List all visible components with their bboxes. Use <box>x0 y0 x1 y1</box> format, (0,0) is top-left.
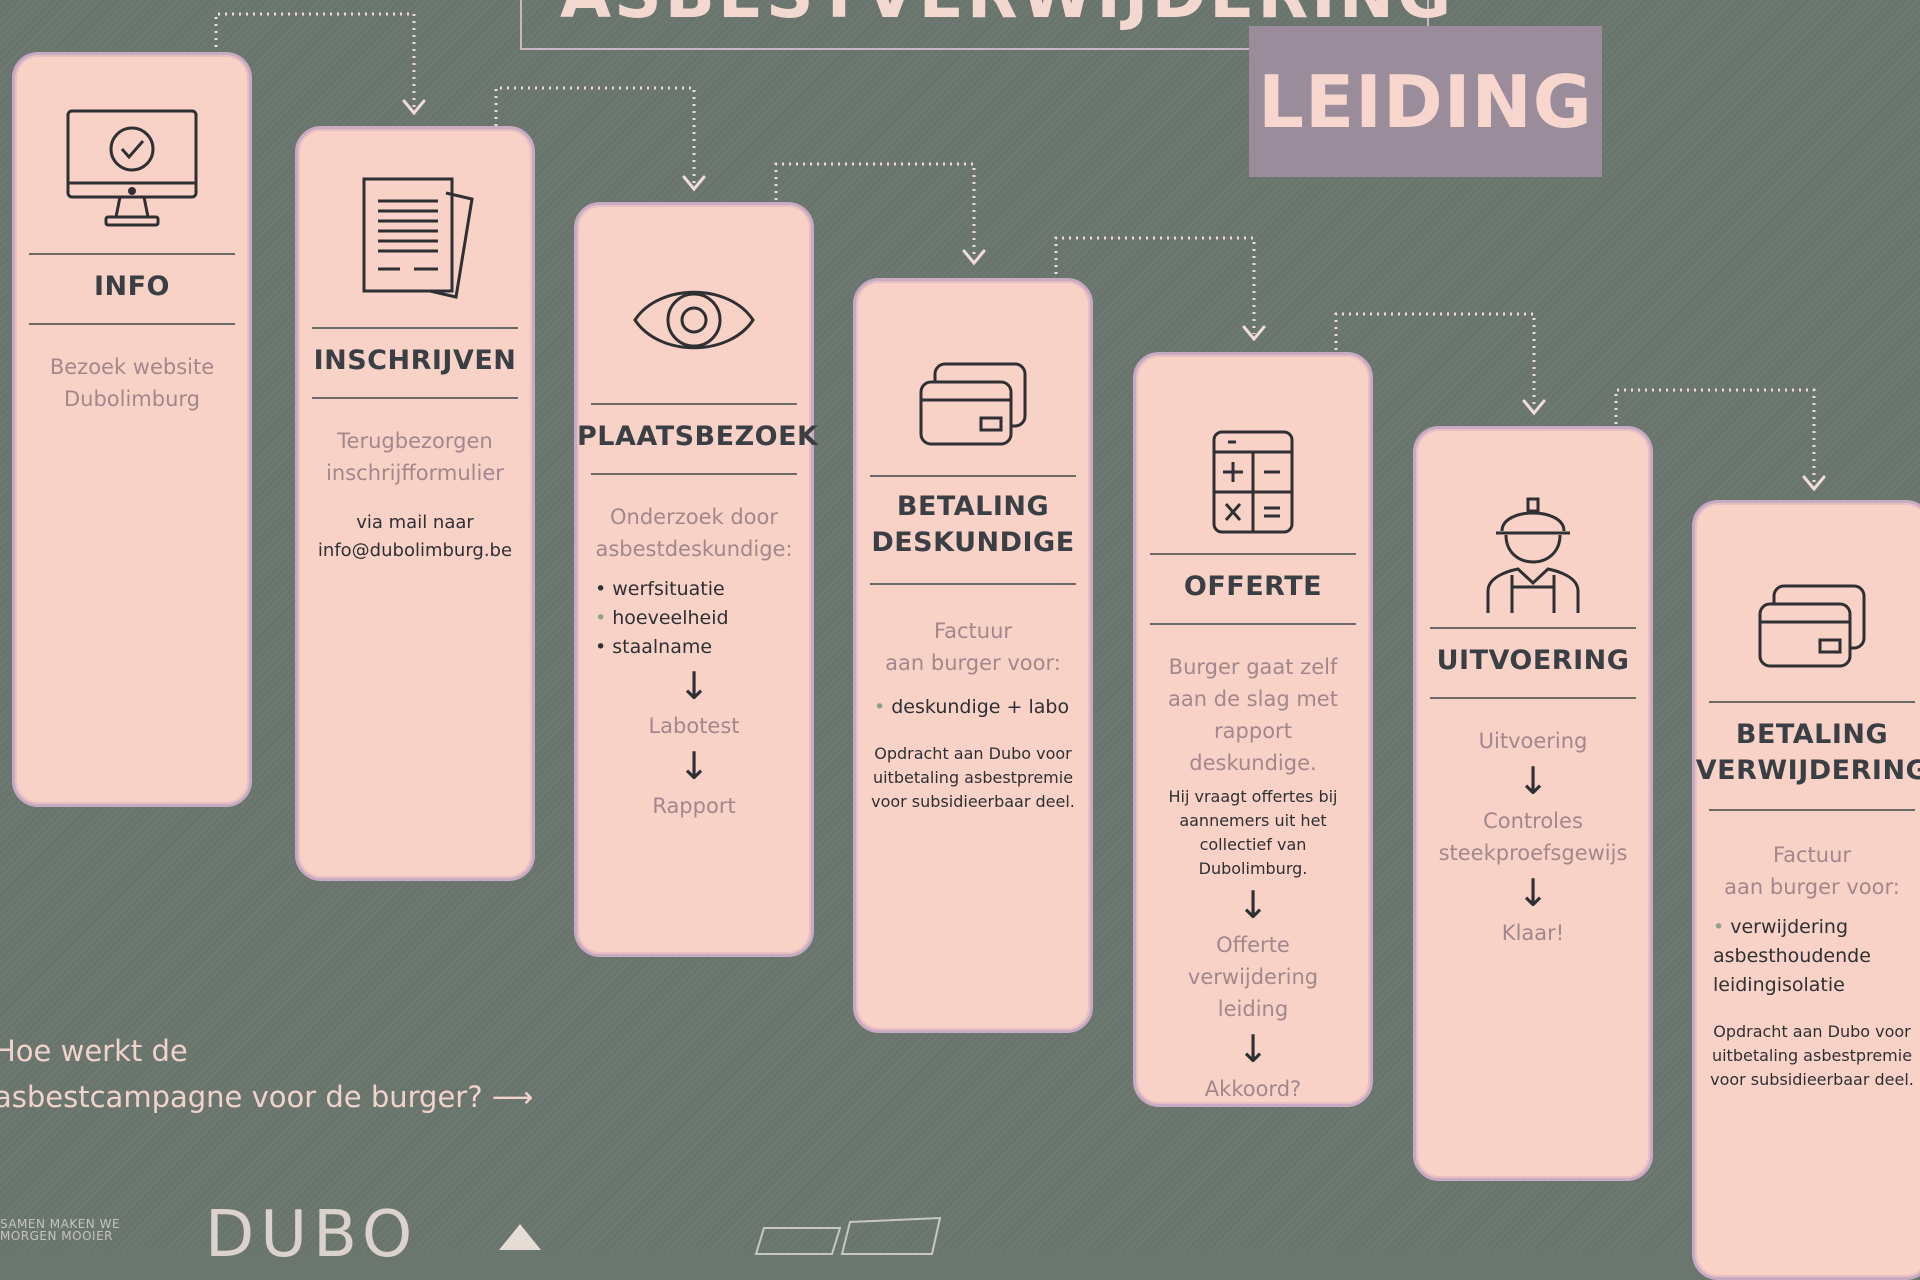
divider <box>1150 623 1356 625</box>
flow-step: Akkoord? <box>1204 1077 1302 1101</box>
flow-step: Rapport <box>652 794 736 818</box>
step-card-info: INFO Bezoek website Dubolimburg <box>12 52 252 807</box>
step-title: BETALING VERWIJDERING <box>1695 717 1920 789</box>
step-items: werfsituatie hoeveelheid staalname <box>595 575 797 662</box>
down-arrow-icon: ↓ <box>1237 883 1269 927</box>
step-title: OFFERTE <box>1183 571 1323 602</box>
divider <box>1709 701 1915 703</box>
step-body: Burger gaat zelf aan de slag met rapport… <box>1150 651 1356 1105</box>
step-body: Bezoek website Dubolimburg <box>29 351 235 415</box>
step-title: UITVOERING <box>1436 645 1630 676</box>
divider <box>591 473 797 475</box>
step-highlight-line: aan burger voor: <box>1724 875 1900 899</box>
house-logo-icon <box>499 1224 541 1250</box>
document-icon <box>298 165 532 315</box>
divider <box>1709 809 1915 811</box>
flow-step: Klaar! <box>1501 921 1565 945</box>
flow-step: Controles steekproefsgewijs <box>1438 809 1628 865</box>
divider <box>29 253 235 255</box>
step-highlight: Terugbezorgen inschrijfformulier <box>326 429 504 485</box>
step-body: Uitvoering ↓ Controles steekproefsgewijs… <box>1430 725 1636 949</box>
question-line: asbestcampagne voor de burger? ⟶ <box>0 1080 534 1114</box>
step-card-offerte: OFFERTE Burger gaat zelf aan de slag met… <box>1133 352 1373 1107</box>
step-highlight: Bezoek website Dubolimburg <box>49 355 215 411</box>
down-arrow-icon: ↓ <box>1517 759 1549 803</box>
step-note: Opdracht aan Dubo voor uitbetaling asbes… <box>1710 1022 1914 1089</box>
step-highlight-line: Factuur <box>933 619 1013 643</box>
connector-plaatsbezoek-to-betaling <box>774 162 976 258</box>
connector-offerte-to-uitvoering <box>1334 312 1536 408</box>
right-arrow-icon: ⟶ <box>491 1080 534 1114</box>
campaign-question[interactable]: Hoe werkt de asbestcampagne voor de burg… <box>0 1028 533 1120</box>
step-items: verwijdering asbesthoudende leidingisola… <box>1713 913 1915 1000</box>
divider <box>312 397 518 399</box>
credit-card-icon <box>856 331 1090 481</box>
divider <box>870 475 1076 477</box>
step-card-uitvoering: UITVOERING Uitvoering ↓ Controles steekp… <box>1413 426 1653 1181</box>
down-arrow-icon: ↓ <box>1237 1027 1269 1071</box>
step-body: Factuur aan burger voor: verwijdering as… <box>1709 839 1915 1092</box>
step-card-betaling-deskundige: BETALING DESKUNDIGE Factuur aan burger v… <box>853 278 1093 1033</box>
dubo-logo: DUBO <box>205 1198 419 1272</box>
step-highlight: Uitvoering <box>1478 729 1588 753</box>
step-title: PLAATSBEZOEK <box>577 421 819 452</box>
step-highlight: Burger gaat zelf aan de slag met rapport… <box>1168 655 1338 775</box>
step-body: Factuur aan burger voor: deskundige + la… <box>870 615 1076 814</box>
step-body: Terugbezorgen inschrijfformulier via mai… <box>312 425 518 565</box>
down-arrow-icon: ↓ <box>678 744 710 788</box>
step-note: via mail naar info@dubolimburg.be <box>317 512 513 561</box>
step-title: BETALING DESKUNDIGE <box>856 489 1090 561</box>
step-note: Opdracht aan Dubo voor uitbetaling asbes… <box>871 744 1075 811</box>
calculator-icon <box>1136 407 1370 557</box>
eye-icon <box>577 245 811 395</box>
divider <box>591 403 797 405</box>
divider <box>1150 553 1356 555</box>
divider <box>29 323 235 325</box>
partner-logos: SAMEN MAKEN WE MORGEN MOOIER DUBO <box>0 1198 960 1272</box>
step-highlight-line: Factuur <box>1772 843 1852 867</box>
title-line: VERWIJDERING <box>1695 755 1920 786</box>
title-line: BETALING <box>1735 719 1889 750</box>
list-item: deskundige + labo <box>874 693 1076 722</box>
credit-card-icon <box>1695 553 1920 703</box>
step-title: INSCHRIJVEN <box>313 345 517 376</box>
province-logo-icon <box>754 1216 942 1255</box>
step-card-inschrijven: INSCHRIJVEN Terugbezorgen inschrijfformu… <box>295 126 535 881</box>
slogan: SAMEN MAKEN WE MORGEN MOOIER <box>0 1217 121 1243</box>
step-items: deskundige + labo <box>874 693 1076 722</box>
question-line: Hoe werkt de <box>0 1034 188 1068</box>
title-line: DESKUNDIGE <box>871 527 1075 558</box>
step-connectors <box>214 12 1826 492</box>
divider <box>1430 697 1636 699</box>
step-highlight-line: aan burger voor: <box>885 651 1061 675</box>
step-title: INFO <box>93 271 171 302</box>
worker-icon <box>1416 477 1650 627</box>
category-tag: LEIDING <box>1249 26 1602 177</box>
title-frame <box>520 0 1429 50</box>
step-note: Hij vraagt offertes bij aannemers uit he… <box>1168 787 1338 878</box>
list-item: staalname <box>595 633 797 662</box>
list-item: werfsituatie <box>595 575 797 604</box>
down-arrow-icon: ↓ <box>678 664 710 708</box>
step-card-plaatsbezoek: PLAATSBEZOEK Onderzoek door asbestdeskun… <box>574 202 819 957</box>
connector-betaling-to-offerte <box>1054 236 1256 334</box>
list-item: verwijdering asbesthoudende leidingisola… <box>1713 913 1915 1000</box>
step-body: Onderzoek door asbestdeskundige: werfsit… <box>591 501 797 822</box>
list-item: hoeveelheid <box>595 604 797 633</box>
step-highlight: Onderzoek door asbestdeskundige: <box>595 505 793 561</box>
down-arrow-icon: ↓ <box>1517 871 1549 915</box>
monitor-check-icon <box>15 95 249 245</box>
divider <box>1430 627 1636 629</box>
divider <box>870 583 1076 585</box>
step-card-betaling-verwijdering: BETALING VERWIJDERING Factuur aan burger… <box>1692 500 1920 1280</box>
divider <box>312 327 518 329</box>
flow-step: Offerte verwijdering leiding <box>1187 933 1319 1021</box>
connector-uitvoering-to-betaling-verwijdering <box>1614 388 1816 484</box>
title-line: BETALING <box>896 491 1050 522</box>
flow-step: Labotest <box>648 714 740 738</box>
